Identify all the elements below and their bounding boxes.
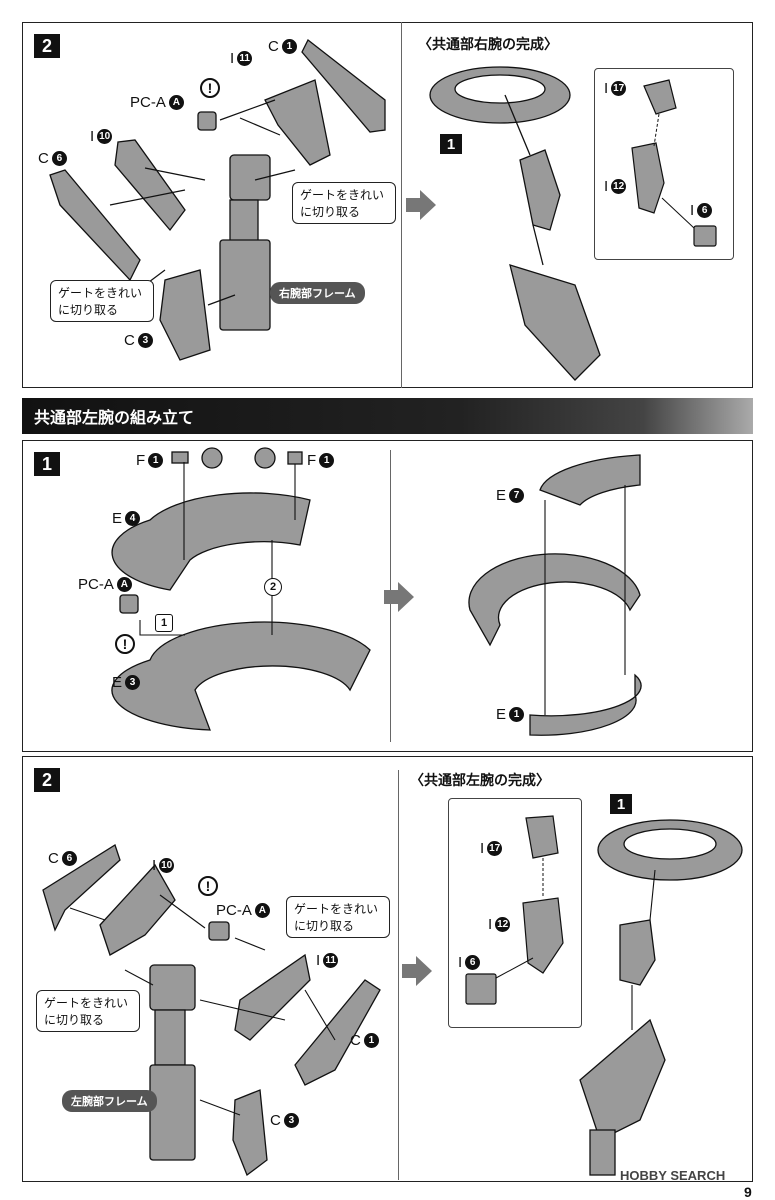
part-frame-low <box>219 239 271 331</box>
part-c3 <box>232 1089 268 1177</box>
part-i12 <box>522 897 564 974</box>
page-number: 9 <box>744 1184 752 1200</box>
part-i12 <box>631 142 665 214</box>
section-banner: 共通部左腕の組み立て <box>22 398 753 434</box>
part-f1-right <box>287 451 303 465</box>
caution-icon: ! <box>198 876 218 896</box>
step-number: 2 <box>34 768 60 792</box>
part-c6 <box>42 844 121 932</box>
frame-complete <box>579 1018 666 1141</box>
order-marker-2: 2 <box>264 578 282 596</box>
completion-title: 〈共通部左腕の完成〉 <box>410 773 550 789</box>
left-arm-parts-drawing <box>42 844 381 1177</box>
next-arrow-icon <box>402 956 432 986</box>
part-e1 <box>529 673 642 736</box>
part-e7 <box>539 454 641 506</box>
right-arm-parts-drawing <box>49 38 386 361</box>
part-c3 <box>159 269 211 361</box>
next-arrow-icon <box>406 190 436 220</box>
part-i11 <box>234 953 311 1041</box>
part-c6 <box>49 169 141 282</box>
part-c1 <box>301 38 386 133</box>
panel-divider <box>398 770 399 1180</box>
completion-step-number: 1 <box>440 134 462 154</box>
inset-parts-drawing <box>465 815 564 1005</box>
gate-cut-callout-lower: ゲートをきれいに切り取る <box>50 280 154 322</box>
inset-parts-drawing <box>631 79 717 247</box>
part-frame-mid <box>154 1009 186 1066</box>
next-arrow-icon <box>384 582 414 612</box>
left-arm-ring-parts-drawing <box>111 447 371 731</box>
part-f1-left <box>171 451 189 464</box>
part-c1 <box>294 979 381 1086</box>
frame-label: 右腕部フレーム <box>270 282 365 304</box>
watermark-logo: HOBBY SEARCH <box>620 1168 726 1183</box>
frame-lower <box>589 1129 616 1176</box>
part-i11 <box>264 79 331 166</box>
caution-icon: ! <box>200 78 220 98</box>
shoulder-joint <box>519 149 561 231</box>
panel-divider <box>401 22 402 388</box>
caution-icon: ! <box>115 634 135 654</box>
gate-cut-callout-upper: ゲートをきれいに切り取る <box>286 896 390 938</box>
gate-cut-callout-upper: ゲートをきれいに切り取る <box>292 182 396 224</box>
part-pca <box>208 921 230 941</box>
step-number: 2 <box>34 34 60 58</box>
completion-title: 〈共通部右腕の完成〉 <box>418 37 558 53</box>
part-frame-low <box>149 1064 196 1161</box>
part-i6 <box>693 225 717 247</box>
part-i10 <box>114 139 186 232</box>
step-number: 1 <box>34 452 60 476</box>
part-i6 <box>465 973 497 1005</box>
completion-step-number: 1 <box>610 794 632 814</box>
part-pca-small <box>119 594 139 614</box>
right-arm-complete-drawing <box>429 66 601 381</box>
frame-label: 左腕部フレーム <box>62 1090 157 1112</box>
left-arm-complete-drawing <box>579 819 743 1176</box>
part-frame-top <box>149 964 196 1011</box>
tool-icon-right <box>254 447 276 469</box>
part-e4 <box>111 492 311 591</box>
frame-complete <box>509 264 601 381</box>
part-pca <box>197 111 217 131</box>
tool-icon-left <box>201 447 223 469</box>
left-ring-assembly-drawing <box>468 454 642 736</box>
ring-middle <box>468 553 641 647</box>
part-i17 <box>643 79 677 115</box>
part-i17 <box>525 815 559 859</box>
shoulder-joint <box>619 919 656 986</box>
order-marker-1: 1 <box>155 614 173 632</box>
part-i10 <box>99 863 176 956</box>
part-e3 <box>111 621 371 731</box>
gate-cut-callout-lower: ゲートをきれいに切り取る <box>36 990 140 1032</box>
